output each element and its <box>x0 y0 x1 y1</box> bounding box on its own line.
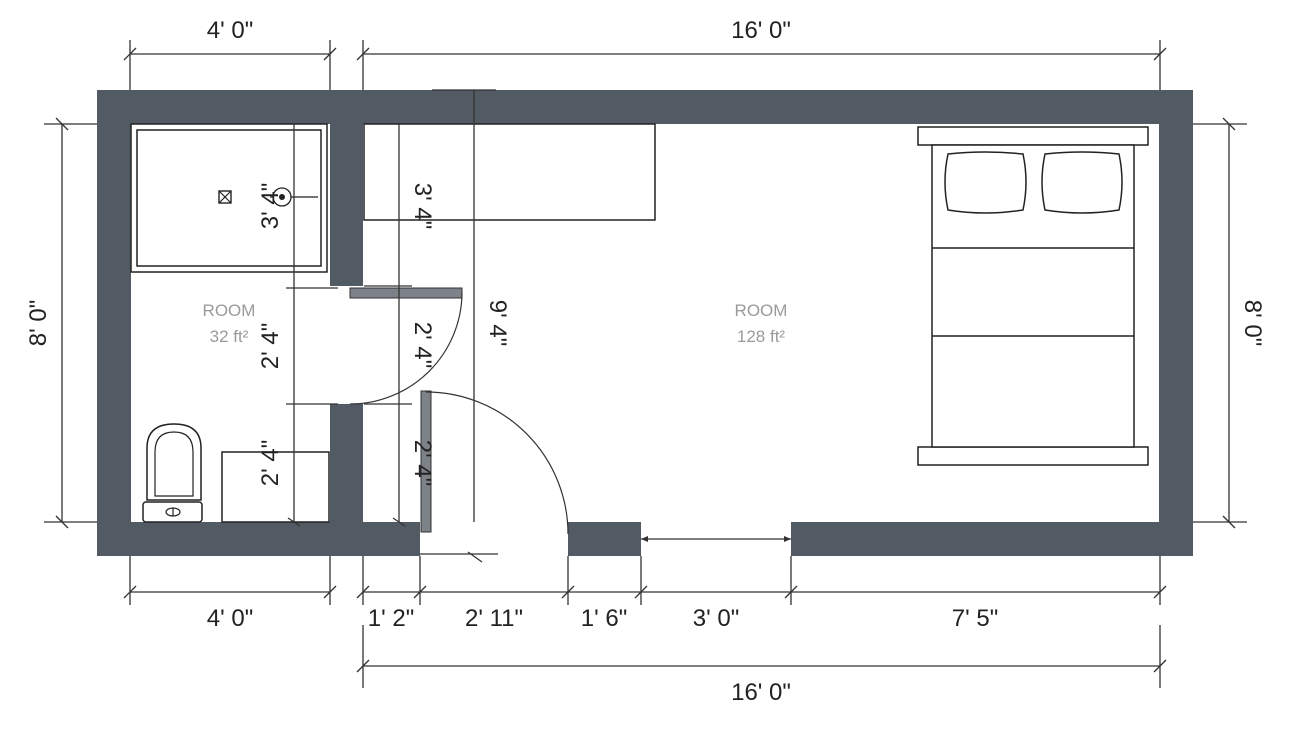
dim-hall-upper-height: 3' 4" <box>409 183 436 229</box>
room-1-label: ROOM <box>203 301 256 320</box>
dim-bottom-seg-3: 1' 6" <box>581 605 627 632</box>
room-2-area: 128 ft² <box>737 327 786 346</box>
dim-bottom-seg-5: 7' 5" <box>952 605 998 632</box>
shower <box>130 123 328 273</box>
walls <box>97 90 1193 556</box>
pillow-icon <box>1041 151 1123 214</box>
dimension-labels: 4' 0" 16' 0" 8' 0" 8' 0" 4' 0" 1' 2" 2' … <box>25 17 1266 706</box>
interior-dimension-lines <box>286 90 483 563</box>
wall-partition-lower <box>330 404 363 556</box>
dim-top-left-width: 4' 0" <box>207 17 253 44</box>
wall-partition-upper <box>330 90 363 286</box>
dim-bath-lower-height: 2' 4" <box>257 440 284 486</box>
dim-hall-door-height: 2' 4" <box>409 322 436 368</box>
dim-left-height: 8' 0" <box>25 300 52 346</box>
dim-bath-door-height: 2' 4" <box>257 323 284 369</box>
sliding-opening <box>641 536 791 542</box>
shower-drain-icon <box>218 190 232 204</box>
room-1-area: 32 ft² <box>210 327 249 346</box>
wall-bottom-mid <box>568 522 641 556</box>
dim-bottom-seg-2: 2' 11" <box>465 605 523 632</box>
dim-bottom-total: 16' 0" <box>731 679 791 706</box>
dim-bottom-seg-1: 1' 2" <box>368 605 414 632</box>
vanity <box>221 451 330 523</box>
bathroom-door <box>349 287 463 405</box>
counter <box>363 123 656 221</box>
room-2-label: ROOM <box>735 301 788 320</box>
toilet-icon <box>142 423 203 523</box>
dim-right-height: 8' 0" <box>1239 300 1266 346</box>
dim-hall-total-height: 9' 4" <box>484 300 511 346</box>
wall-bottom-right <box>791 522 1193 556</box>
sink-icon <box>270 187 318 207</box>
dim-bottom-seg-4: 3' 0" <box>693 605 739 632</box>
room-labels: ROOM 32 ft² ROOM 128 ft² <box>203 301 788 346</box>
entry-door <box>420 390 569 535</box>
wall-left <box>97 90 131 556</box>
dim-bottom-left-width: 4' 0" <box>207 605 253 632</box>
outer-dimension-lines <box>44 40 1247 688</box>
wall-bottom-left <box>97 522 420 556</box>
dim-bath-upper-height: 3' 4" <box>257 183 284 229</box>
bed-icon <box>917 126 1149 466</box>
wall-top <box>97 90 1193 124</box>
dim-hall-lower-height: 2' 4" <box>409 440 436 486</box>
dim-top-main-width: 16' 0" <box>731 17 791 44</box>
pillow-icon <box>944 151 1027 214</box>
wall-right <box>1159 90 1193 556</box>
